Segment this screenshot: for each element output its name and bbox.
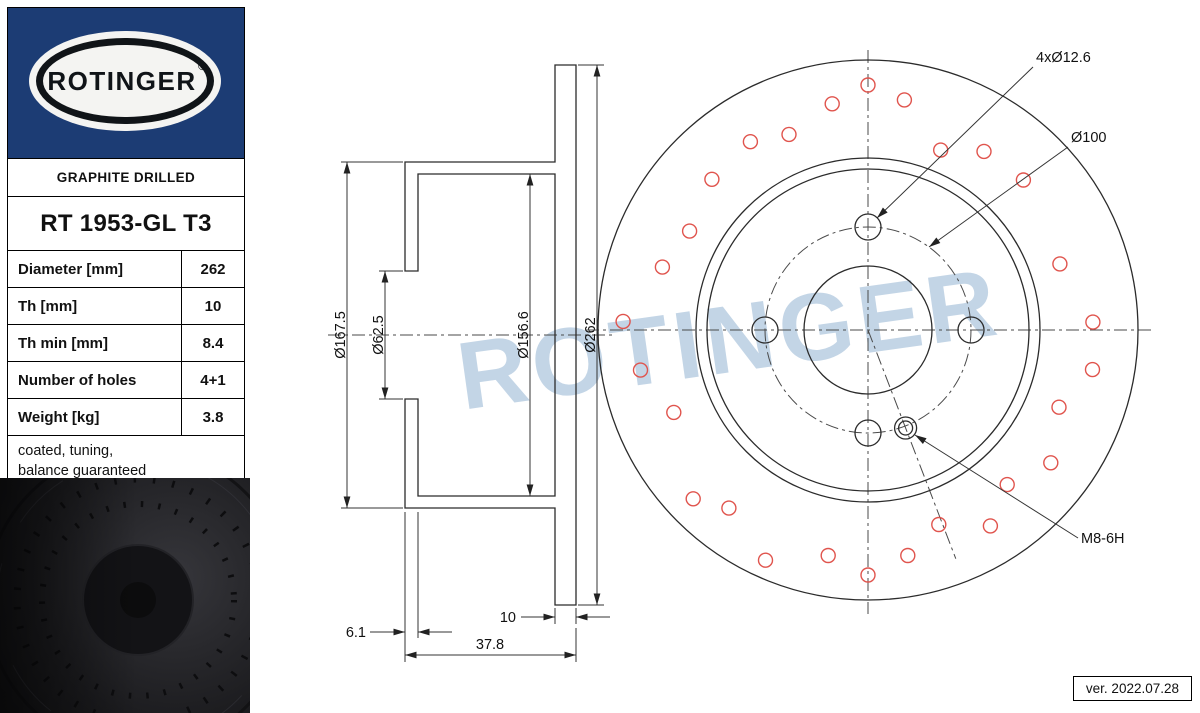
dim-label-bolt-circle: Ø100 [1071,130,1106,146]
m8-radial-centerline [867,329,957,559]
section-outline [404,64,577,606]
drill-hole [860,77,876,93]
drill-hole [681,223,698,239]
drill-hole [757,552,774,568]
drill-hole [615,313,631,330]
drill-hole [933,142,949,158]
dim-label-bolt-holes: 4xØ12.6 [1036,50,1091,66]
dim-label-d62: Ø62.5 [371,315,387,355]
thread-hole-inner [897,420,914,436]
logo-text: ROTINGER [47,66,196,96]
photo-shadow [0,478,250,713]
spec-value: 8.4 [181,325,244,361]
dim-label-d262: Ø262 [583,317,599,352]
hat-diameter-circle [695,157,1041,503]
note: coated, tuning, balance guaranteed [8,435,244,489]
drill-holes-group [615,77,1101,583]
graphite-drilled-label: GRAPHITE DRILLED [8,158,244,196]
spec-label: Weight [kg] [18,408,100,426]
sidebar: ROTINGER ® GRAPHITE DRILLED RT 1953-GL T… [0,0,250,713]
spec-label: Diameter [mm] [18,260,124,278]
note-line-1: coated, tuning, [18,443,114,459]
dim-label-w61: 6.1 [346,625,366,641]
drill-hole [781,126,797,143]
spec-value: 3.8 [181,399,244,435]
technical-drawing: ROTINGER Ø167.5 Ø62.5 Ø156.6 Ø262 [328,50,1155,662]
drill-hole [654,259,671,275]
drill-hole [1043,455,1059,471]
leader-bolt-holes [876,66,1034,219]
drill-hole [896,92,913,108]
dim-label-t10: 10 [500,610,516,626]
part-number: RT 1953-GL T3 [8,196,244,250]
thread-hole-group [893,416,918,440]
drill-hole [931,516,947,533]
spec-value: 4+1 [181,362,244,398]
friction-inner-circle [706,168,1030,492]
spec-label: Th min [mm] [18,334,108,352]
spec-value: 262 [181,251,244,287]
drill-hole [900,547,916,564]
spec-row: Th [mm] 10 [8,287,244,324]
drill-hole [820,547,836,564]
part-number-text: RT 1953-GL T3 [40,209,212,237]
drill-hole [982,518,999,534]
drill-hole [860,567,876,583]
dim-label-d167: Ø167.5 [333,311,349,359]
drill-hole [1085,314,1101,330]
drill-hole [1051,399,1067,415]
spec-row: Number of holes 4+1 [8,361,244,398]
thread-hole-outer [893,416,918,440]
bolt-hole [957,316,985,344]
drill-hole [666,404,682,421]
drill-hole [1015,172,1032,188]
logo-face [43,45,207,117]
logo-registered-mark: ® [198,59,207,73]
spec-row: Weight [kg] 3.8 [8,398,244,435]
version-box: ver. 2022.07.28 [1072,676,1192,701]
leader-thread [914,434,1079,539]
spec-label: Number of holes [18,371,137,389]
dim-label-thread: M8-6H [1081,531,1125,547]
version-text: ver. 2022.07.28 [1085,681,1179,696]
spec-value: 10 [181,288,244,324]
sidebar-panel: ROTINGER ® GRAPHITE DRILLED RT 1953-GL T… [7,7,245,490]
disc-photo [0,478,250,713]
cross-section-view: Ø167.5 Ø62.5 Ø156.6 Ø262 10 6.1 [328,64,614,662]
drill-hole [685,491,701,507]
drill-hole [999,476,1015,493]
bolt-circle [764,226,972,434]
bolt-hole [854,213,882,241]
dim-label-w378: 37.8 [476,637,504,653]
spec-row: Diameter [mm] 262 [8,250,244,287]
center-bore-circle [803,265,933,395]
logo-block: ROTINGER ® [8,8,244,158]
drill-hole [1052,256,1068,272]
note-line-2: balance guaranteed [18,463,147,480]
drill-hole [824,96,840,112]
spec-label: Th [mm] [18,297,78,315]
outer-diameter-circle [597,59,1139,601]
bolt-hole [751,316,779,344]
drill-hole [704,171,720,188]
drill-hole [976,143,992,160]
drill-hole [742,133,759,150]
subtitle-text: GRAPHITE DRILLED [56,170,196,185]
dim-label-d156: Ø156.6 [516,311,532,359]
bolt-hole [854,419,882,447]
rotinger-logo: ROTINGER ® [29,31,221,131]
front-view: 4xØ12.6 Ø100 M8-6H [586,50,1155,614]
spec-row: Th min [mm] 8.4 [8,324,244,361]
drill-hole [721,500,737,516]
leader-bolt-circle [928,146,1069,248]
bolt-holes-group [751,213,985,447]
drill-hole [1084,361,1101,378]
drill-hole [632,362,649,378]
watermark: ROTINGER [451,249,1007,431]
